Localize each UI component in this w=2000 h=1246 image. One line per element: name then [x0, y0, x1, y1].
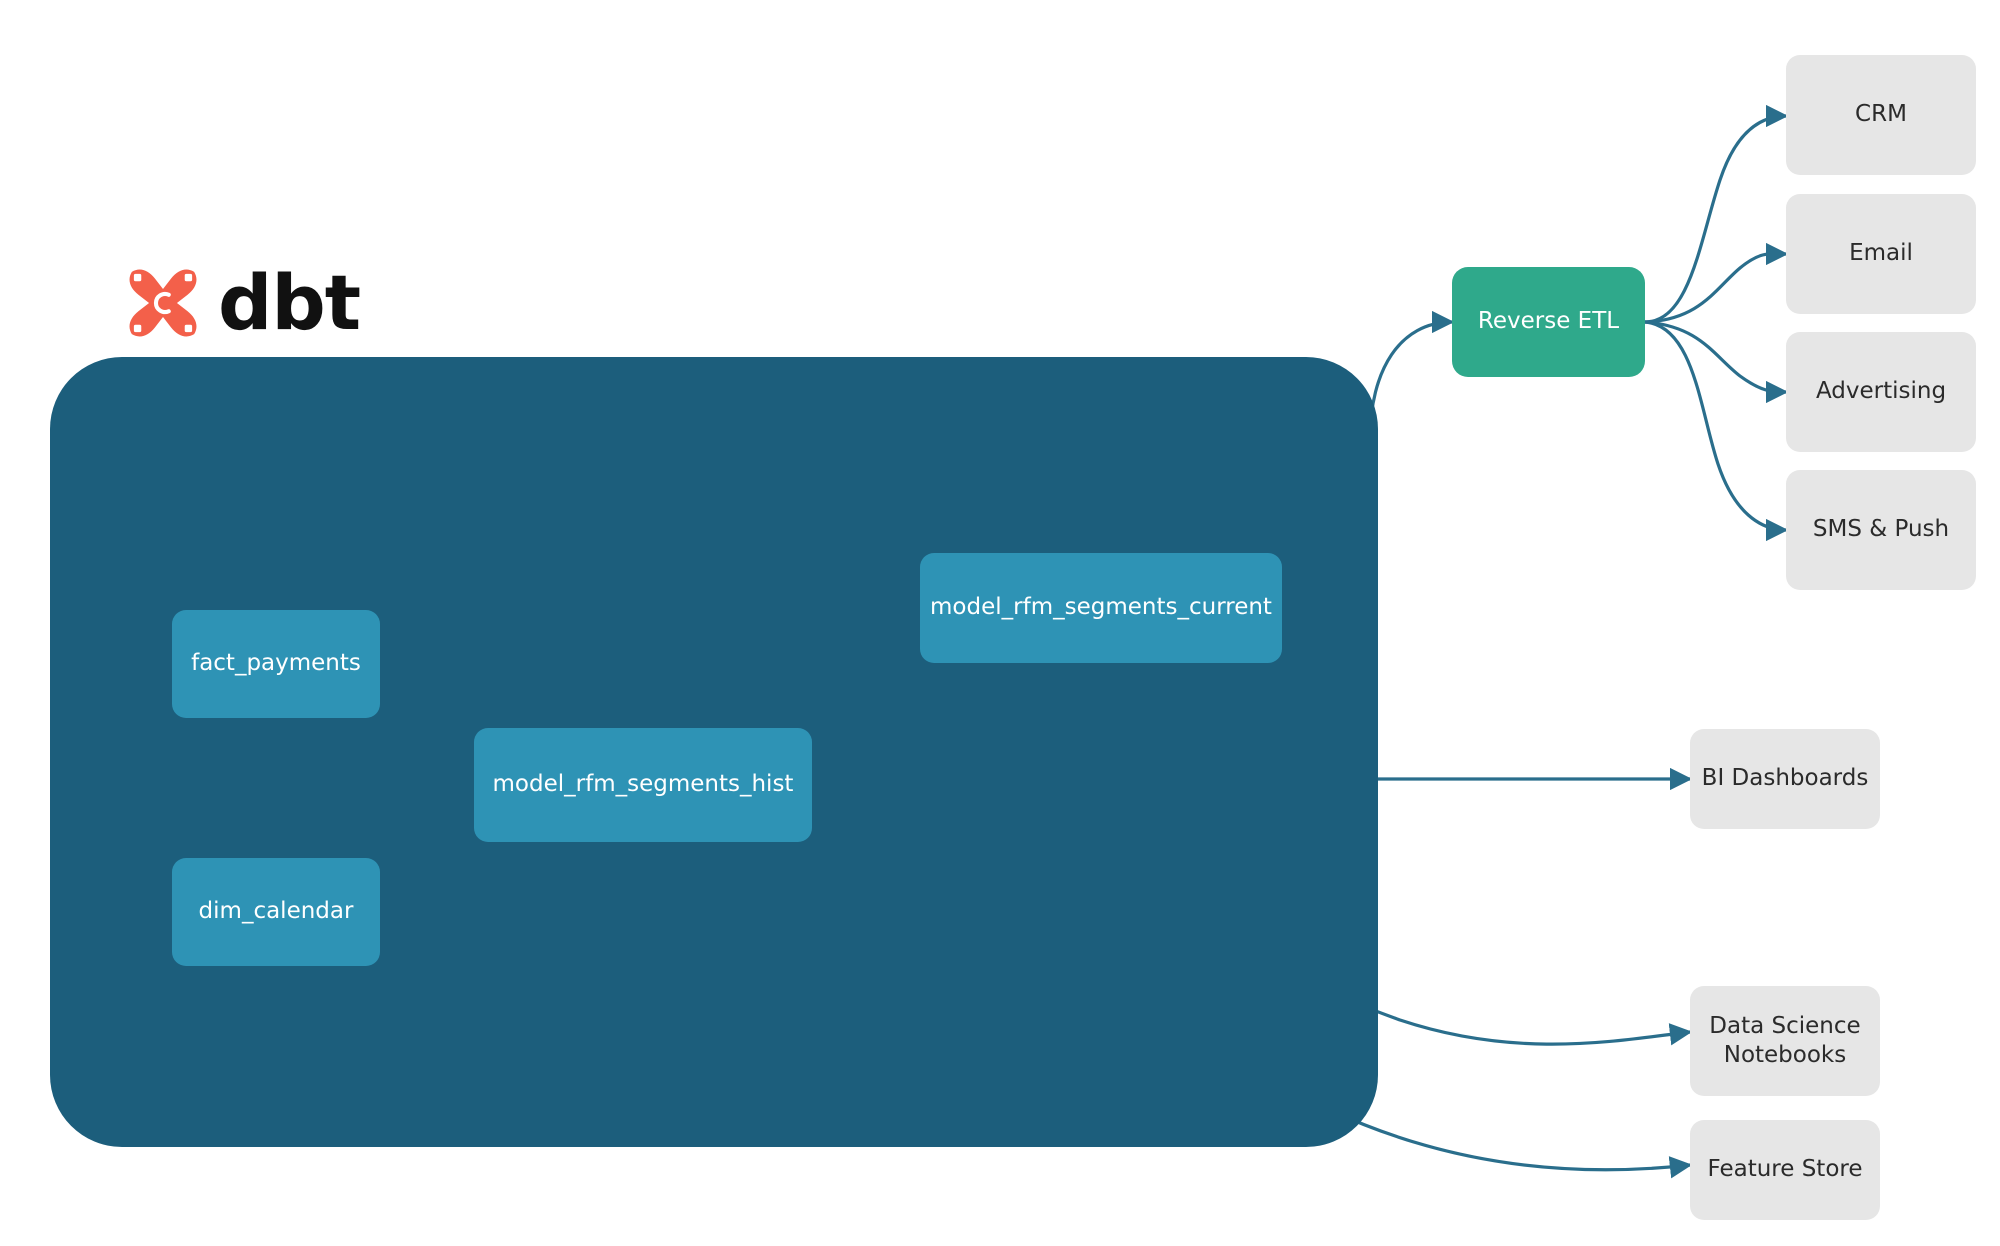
- node-label: Feature Store: [1707, 1156, 1863, 1183]
- node-label: BI Dashboards: [1701, 765, 1869, 792]
- node-fact-payments[interactable]: fact_payments: [172, 610, 380, 718]
- node-model-rfm-segments-current[interactable]: model_rfm_segments_current: [920, 553, 1282, 663]
- dbt-logo-text: dbt: [218, 258, 361, 347]
- node-bi-dashboards[interactable]: BI Dashboards: [1690, 729, 1880, 829]
- dbt-logo: dbt: [122, 258, 361, 347]
- node-label: Email: [1849, 240, 1913, 267]
- node-model-rfm-segments-hist[interactable]: model_rfm_segments_hist: [474, 728, 812, 842]
- node-label: SMS & Push: [1812, 516, 1950, 543]
- node-label: model_rfm_segments_hist: [492, 771, 794, 798]
- edge-reverse-etl-to-email: [1644, 242, 1789, 324]
- edge-reverse-etl-to-sms-push: [1644, 320, 1789, 542]
- node-label: model_rfm_segments_current: [930, 594, 1272, 621]
- node-label: fact_payments: [191, 650, 361, 677]
- node-reverse-etl[interactable]: Reverse ETL: [1452, 267, 1645, 377]
- node-label: CRM: [1855, 101, 1907, 128]
- node-label: dim_calendar: [198, 898, 354, 925]
- edge-reverse-etl-to-crm: [1644, 104, 1789, 324]
- node-crm[interactable]: CRM: [1786, 55, 1976, 175]
- edge-reverse-etl-to-advertising: [1644, 320, 1789, 404]
- node-email[interactable]: Email: [1786, 194, 1976, 314]
- node-label: Reverse ETL: [1477, 308, 1620, 335]
- dbt-logo-icon: [129, 269, 197, 337]
- node-label: Advertising: [1815, 378, 1947, 405]
- node-sms-push[interactable]: SMS & Push: [1786, 470, 1976, 590]
- node-data-science-notebooks[interactable]: Data Science Notebooks: [1690, 986, 1880, 1096]
- node-advertising[interactable]: Advertising: [1786, 332, 1976, 452]
- node-feature-store[interactable]: Feature Store: [1690, 1120, 1880, 1220]
- node-dim-calendar[interactable]: dim_calendar: [172, 858, 380, 966]
- node-label: Data Science Notebooks: [1709, 1012, 1861, 1068]
